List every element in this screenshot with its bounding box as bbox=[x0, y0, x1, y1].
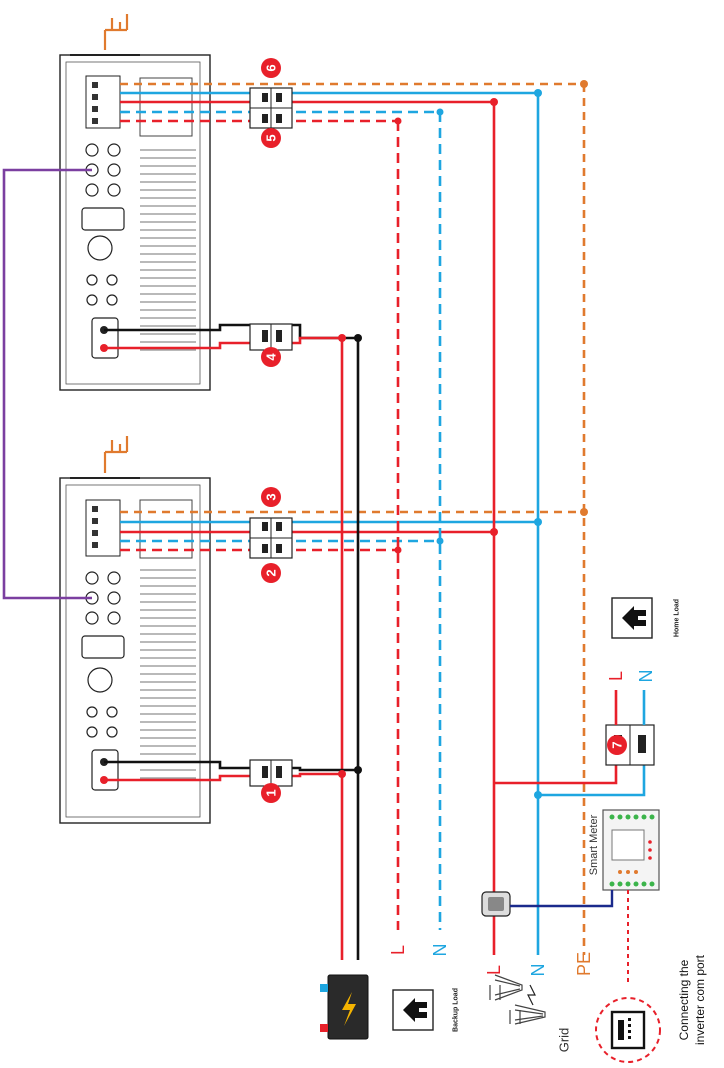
grid-neutral-label: N bbox=[528, 964, 548, 977]
marker-7-label: 7 bbox=[610, 741, 625, 748]
grid-live-label: L bbox=[484, 965, 504, 975]
home-load-label: Home Load bbox=[674, 599, 681, 637]
marker-3 bbox=[261, 487, 281, 507]
grid-label: Grid bbox=[557, 1028, 572, 1053]
marker-4 bbox=[261, 347, 281, 367]
smart-meter-label: Smart Meter bbox=[588, 814, 600, 875]
ac-breaker-bottom bbox=[249, 517, 293, 559]
dc-breaker-bottom bbox=[249, 759, 293, 787]
grid-tower-icon bbox=[489, 974, 546, 1025]
smart-meter bbox=[602, 809, 660, 891]
backup-live-label: L bbox=[388, 945, 408, 955]
marker-3-label: 3 bbox=[264, 493, 279, 500]
ac-breaker-top bbox=[249, 87, 293, 129]
marker-5 bbox=[261, 128, 281, 148]
marker-1-label: 1 bbox=[264, 789, 279, 796]
com-port-label-2: inverter com port bbox=[693, 954, 707, 1045]
marker-5-label: 5 bbox=[264, 134, 279, 141]
backup-live-line bbox=[120, 119, 400, 930]
marker-2 bbox=[261, 563, 281, 583]
marker-6-label: 6 bbox=[264, 64, 279, 71]
home-load-icon bbox=[611, 597, 653, 639]
battery-icon bbox=[320, 974, 369, 1040]
com-port-label-1: Connecting the bbox=[677, 959, 691, 1040]
inverter-top bbox=[59, 14, 211, 391]
marker-6 bbox=[261, 58, 281, 78]
grid-pe-label: PE bbox=[574, 952, 594, 976]
backup-load-label: Backup Load bbox=[453, 988, 460, 1032]
marker-1 bbox=[261, 783, 281, 803]
backup-load-icon bbox=[392, 989, 434, 1031]
home-live-label: L bbox=[606, 671, 626, 681]
ct-clamp bbox=[481, 891, 511, 917]
home-neutral-label: N bbox=[636, 670, 656, 683]
comm-cable bbox=[2, 168, 92, 600]
meter-ct-cable bbox=[510, 890, 614, 908]
marker-4-label: 4 bbox=[264, 353, 279, 361]
backup-neutral-label: N bbox=[430, 944, 450, 957]
dc-breaker-top bbox=[249, 323, 293, 351]
inverter-bottom bbox=[59, 436, 211, 824]
pe-line bbox=[120, 82, 586, 955]
marker-2-label: 2 bbox=[264, 569, 279, 576]
marker-7 bbox=[607, 735, 627, 755]
com-port-icon bbox=[595, 997, 661, 1063]
